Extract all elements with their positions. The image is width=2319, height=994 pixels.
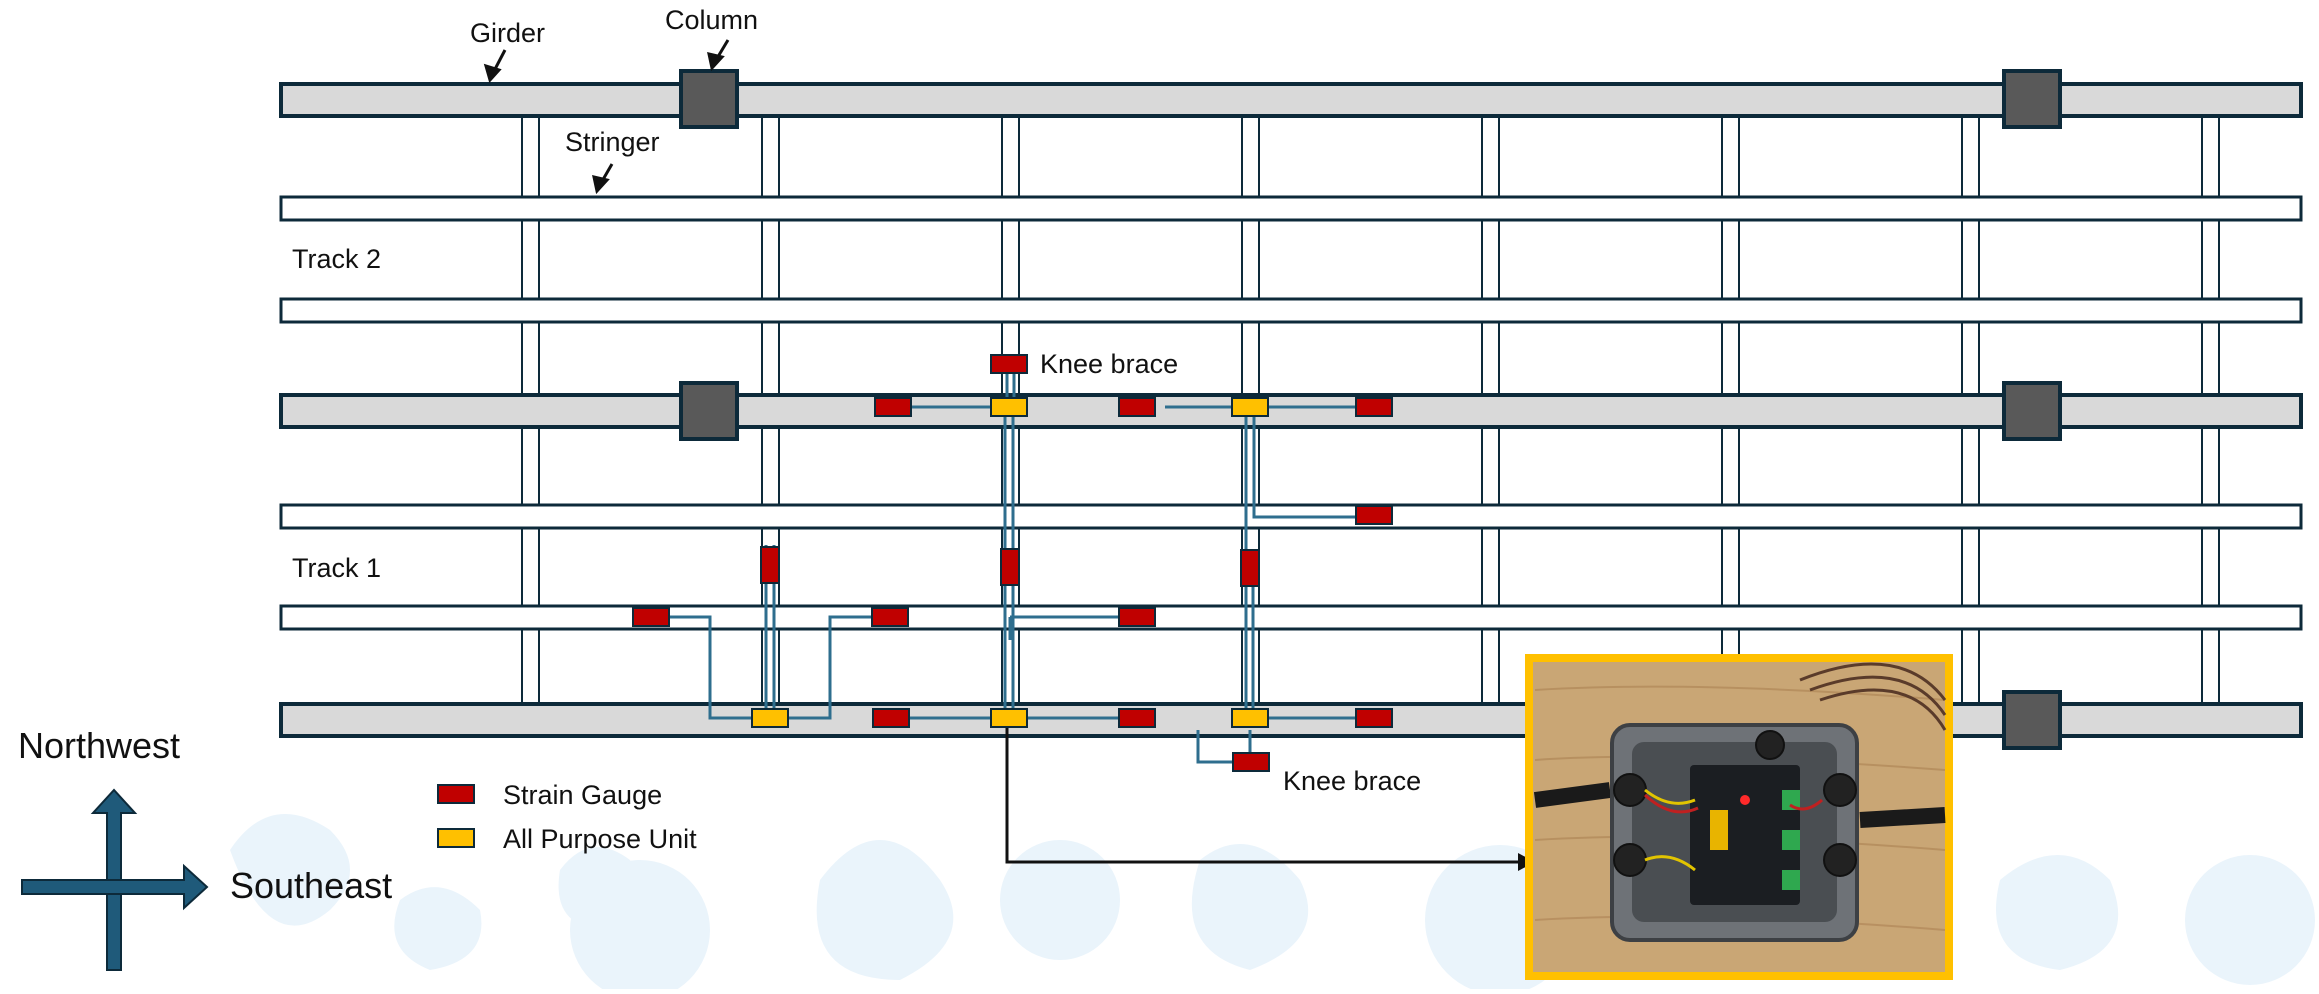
strain-gauge-marker [1000, 548, 1020, 586]
column-block [679, 381, 739, 441]
legend-strain-gauge-label: Strain Gauge [503, 780, 662, 810]
all-purpose-unit-marker [990, 708, 1028, 728]
legend-all-purpose-unit-swatch [437, 828, 475, 848]
label-pointers [483, 39, 730, 195]
strain-gauge-marker [1355, 505, 1393, 525]
strain-gauge-marker [760, 546, 780, 584]
track1-label: Track 1 [292, 553, 381, 583]
strain-gauge-marker [872, 708, 910, 728]
wire [1252, 415, 1365, 519]
wire [1196, 730, 1240, 764]
stringer-beam [279, 297, 2303, 324]
stringers [279, 195, 2303, 631]
track2-label: Track 2 [292, 244, 381, 274]
columns [679, 69, 2062, 750]
girder-beam [279, 702, 2303, 738]
girders [279, 82, 2303, 738]
wire [650, 615, 760, 720]
column-label: Column [665, 5, 758, 35]
girder-beam [279, 393, 2303, 429]
strain-gauges [632, 354, 1393, 772]
strain-gauge-marker [1118, 607, 1156, 627]
strain-gauge-marker [1118, 708, 1156, 728]
girder-beam [279, 82, 2303, 118]
all-purpose-units [751, 397, 1269, 728]
wire [780, 615, 890, 720]
compass-east-label: Southeast [230, 865, 392, 906]
cable-coil-icon [1799, 662, 1947, 731]
girder-label: Girder [470, 18, 545, 48]
legend-all-purpose-unit-label: All Purpose Unit [503, 824, 697, 854]
strain-gauge-marker [1240, 549, 1260, 587]
legend: Strain Gauge All Purpose Unit [437, 780, 697, 854]
stringer-label: Stringer [565, 127, 660, 157]
strain-gauge-marker [990, 354, 1028, 374]
strain-gauge-marker [874, 397, 912, 417]
strain-gauge-marker [1118, 397, 1156, 417]
knee-brace-top-label: Knee brace [1040, 349, 1178, 379]
column-block [2002, 69, 2062, 129]
stringer-beam [279, 604, 2303, 631]
compass-north-label: Northwest [18, 725, 180, 766]
strain-gauge-marker [1355, 397, 1393, 417]
compass-arrows-icon [21, 788, 209, 971]
column-block [2002, 690, 2062, 750]
all-purpose-unit-marker [751, 708, 789, 728]
junction-box-photo [1525, 654, 1953, 980]
column-block [2002, 381, 2062, 441]
stringer-beam [279, 195, 2303, 222]
strain-gauge-marker [1232, 752, 1270, 772]
strain-gauge-marker [871, 607, 909, 627]
all-purpose-unit-marker [1231, 708, 1269, 728]
legend-strain-gauge-swatch [437, 784, 475, 804]
knee-brace-bottom-label: Knee brace [1283, 766, 1421, 796]
column-block [679, 69, 739, 129]
all-purpose-unit-marker [990, 397, 1028, 417]
all-purpose-unit-marker [1231, 397, 1269, 417]
strain-gauge-marker [1355, 708, 1393, 728]
compass: Northwest Southeast [18, 725, 392, 971]
strain-gauge-marker [632, 607, 670, 627]
